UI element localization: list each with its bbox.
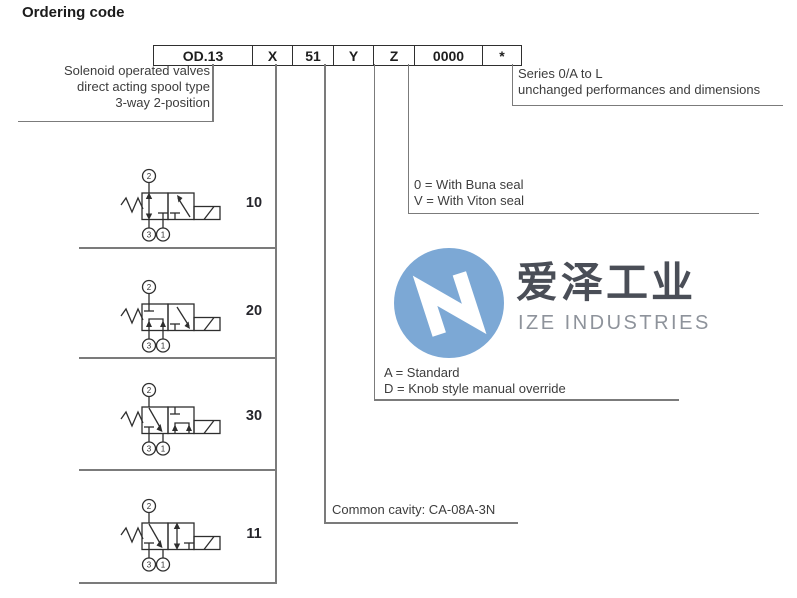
valve-symbol-30: 2 3 1 [120, 382, 221, 456]
annotation-series: Series 0/A to L unchanged performances a… [518, 66, 760, 98]
divider-valve-10-20 [79, 247, 277, 249]
flow-path-icons [144, 522, 194, 550]
port-circle [141, 338, 157, 353]
port-circle [155, 227, 171, 242]
port-number-top: 2 [147, 502, 152, 511]
valve-position-square [167, 522, 195, 551]
spring-icon [120, 410, 144, 428]
valve-code-20: 20 [245, 303, 263, 319]
spring-icon [120, 196, 144, 214]
annotation-left-block: Solenoid operated valves direct acting s… [30, 63, 210, 111]
flow-path-icons [145, 192, 191, 220]
annotation-line: D = Knob style manual override [384, 381, 566, 396]
watermark-english-text: IZE INDUSTRIES [518, 312, 711, 334]
valve-symbol-20: 2 3 1 [120, 279, 221, 353]
solenoid-icon [193, 316, 221, 332]
valve-position-square [141, 192, 169, 221]
annotation-line: V = With Viton seal [414, 193, 524, 208]
port-circle [141, 227, 157, 242]
spring-icon [120, 307, 144, 325]
annotation-line: A = Standard [384, 365, 460, 380]
solenoid-icon [193, 419, 221, 435]
port-number-bottom-right: 1 [161, 445, 166, 454]
port-circle [141, 441, 157, 456]
underline-series [511, 104, 783, 107]
underline-left-block [18, 120, 213, 123]
divider-valve-bottom [79, 582, 277, 584]
valve-position-square [167, 303, 195, 332]
port-circle [141, 279, 157, 295]
port-circle [155, 338, 171, 353]
port-circle [141, 382, 157, 398]
valve-code-10: 10 [245, 195, 263, 211]
ize-industries-logo-icon [394, 248, 504, 358]
annotation-override: A = Standard D = Knob style manual overr… [384, 365, 566, 397]
watermark-chinese-text: 爱泽工业 [516, 259, 697, 306]
connector-line-series [511, 64, 514, 106]
port-circle [155, 557, 171, 572]
code-box-z: Z [373, 45, 415, 66]
port-number-bottom-right: 1 [161, 231, 166, 240]
port-number-bottom-left: 3 [147, 342, 152, 351]
port-circle [141, 168, 157, 184]
port-number-bottom-left: 3 [147, 561, 152, 570]
page-title: Ordering code [22, 4, 125, 21]
underline-cavity [324, 522, 518, 524]
divider-valve-20-30 [79, 357, 277, 359]
divider-valve-30-11 [79, 469, 277, 471]
connector-line-cavity [324, 64, 326, 524]
connector-line-valve-list [275, 64, 277, 583]
annotation-line: Solenoid operated valves [64, 63, 210, 78]
code-box-x: X [251, 45, 294, 66]
solenoid-icon [193, 535, 221, 551]
flow-path-icons [144, 407, 192, 434]
code-box-51: 51 [292, 45, 334, 66]
port-number-bottom-left: 3 [147, 231, 152, 240]
valve-code-30: 30 [245, 408, 263, 424]
annotation-line: unchanged performances and dimensions [518, 82, 761, 97]
valve-symbol-11: 2 3 1 [120, 498, 221, 572]
flow-path-icons [144, 304, 190, 331]
connector-line-left-block [212, 64, 214, 122]
spring-icon [120, 526, 144, 544]
connector-line-override [373, 64, 376, 401]
ordering-code-row: OD.13 X 51 Y Z 0000 * [153, 45, 522, 66]
annotation-seal: 0 = With Buna seal V = With Viton seal [414, 177, 524, 209]
solenoid-icon [193, 205, 221, 221]
annotation-line: 0 = With Buna seal [414, 177, 524, 192]
valve-position-square [141, 406, 169, 435]
valve-symbol-10: 2 3 1 [120, 168, 221, 242]
connector-line-seal [407, 64, 410, 214]
valve-position-square [141, 522, 169, 551]
annotation-line: Common cavity: CA-08A-3N [332, 502, 496, 517]
port-circle [141, 557, 157, 572]
port-circle [141, 498, 157, 514]
port-number-bottom-right: 1 [161, 342, 166, 351]
port-number-top: 2 [147, 386, 152, 395]
code-box-y: Y [332, 45, 375, 66]
underline-override [373, 399, 679, 401]
port-circle [155, 441, 171, 456]
annotation-line: 3-way 2-position [115, 95, 210, 110]
annotation-line: direct acting spool type [77, 79, 210, 94]
port-number-top: 2 [147, 172, 152, 181]
port-number-bottom-right: 1 [161, 561, 166, 570]
port-number-top: 2 [147, 283, 152, 292]
underline-seal [407, 212, 759, 215]
code-box-series: * [482, 45, 522, 66]
code-box-0000: 0000 [413, 45, 484, 66]
valve-code-11: 11 [246, 526, 262, 542]
code-box-model: OD.13 [153, 45, 253, 66]
port-number-bottom-left: 3 [147, 445, 152, 454]
annotation-line: Series 0/A to L [518, 66, 603, 81]
valve-position-square [167, 192, 195, 221]
annotation-cavity: Common cavity: CA-08A-3N [332, 502, 495, 518]
